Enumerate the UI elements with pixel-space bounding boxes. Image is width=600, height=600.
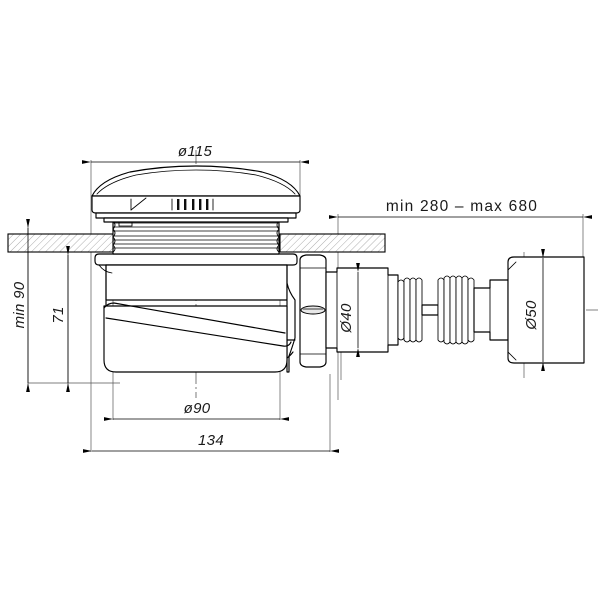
dimension-label-min-height: min 90 (11, 281, 28, 328)
dimension-hose-range: min 280 – max 680 (329, 198, 592, 219)
shower-tray-panel-left (7, 233, 115, 253)
threaded-collar (112, 218, 280, 255)
dimension-body-diameter: ø90 (104, 400, 289, 421)
dimension-label-total-length: 134 (198, 432, 224, 449)
dimension-label-outlet-40: Ø40 (338, 303, 355, 334)
dimension-label-seal-height: 71 (50, 306, 67, 323)
dimension-min-height: min 90 (11, 219, 30, 392)
dome-cover-cap (91, 165, 301, 223)
dimension-total-length: 134 (83, 432, 339, 453)
union-nut (299, 254, 327, 368)
dimension-label-cap-diameter: ø115 (178, 143, 213, 160)
flexible-bellows-second (437, 275, 475, 345)
dimension-cap-diameter: ø115 (82, 143, 309, 164)
outlet-transition-sleeve (473, 279, 509, 341)
dimension-label-hose-range: min 280 – max 680 (386, 198, 538, 215)
outlet-connector-50 (507, 256, 585, 364)
outlet-pipe-section-40 (325, 267, 399, 353)
shower-tray-panel-right (279, 233, 386, 253)
dimension-seal-height: 71 (50, 246, 70, 392)
flexible-bellows-first (397, 277, 439, 343)
cap-slot-marks (130, 197, 214, 211)
dimension-label-body-diameter: ø90 (184, 400, 211, 417)
dimension-outlet-40: Ø40 (338, 263, 360, 357)
siphon-trap-body (94, 253, 298, 373)
dimension-label-outlet-50: Ø50 (523, 300, 540, 331)
dimension-outlet-50: Ø50 (523, 249, 545, 371)
